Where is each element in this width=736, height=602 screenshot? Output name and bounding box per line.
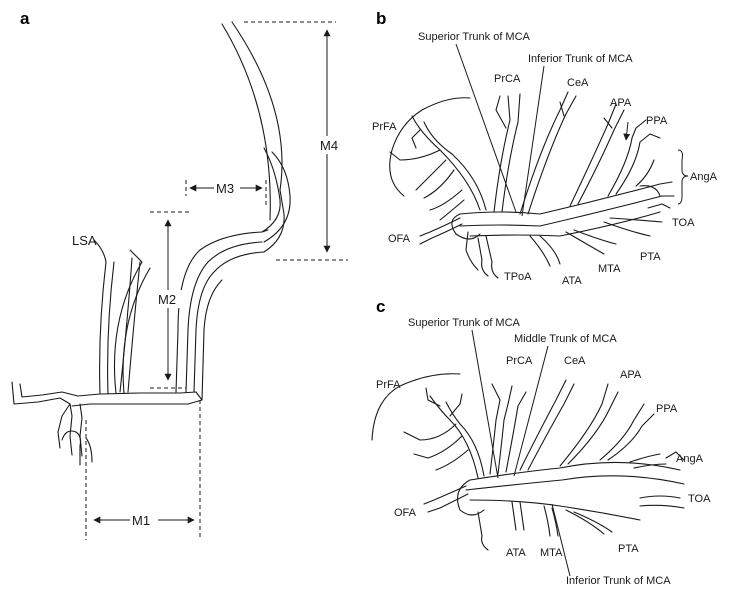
- b-pta-label: PTA: [640, 251, 661, 263]
- panel-a-letter: a: [20, 9, 30, 28]
- panel-b-letter: b: [376, 9, 386, 28]
- panel-b-leader-lines: [455, 43, 689, 217]
- b-prca-label: PrCA: [494, 73, 521, 85]
- panel-b: b: [372, 9, 718, 287]
- panel-c-vessel-drawing: [371, 373, 685, 551]
- c-cea-label: CeA: [564, 355, 586, 367]
- b-anga-label: AngA: [690, 171, 718, 183]
- b-mta-label: MTA: [598, 263, 621, 275]
- c-ata-label: ATA: [506, 547, 526, 559]
- lsa-label: LSA: [72, 233, 97, 248]
- m2-label: M2: [158, 292, 176, 307]
- c-prfa-label: PrFA: [376, 379, 401, 391]
- c-middle-trunk-label: Middle Trunk of MCA: [514, 333, 617, 345]
- c-mta-label: MTA: [540, 547, 563, 559]
- b-cea-label: CeA: [567, 77, 589, 89]
- panel-c-letter: c: [376, 297, 385, 316]
- b-ofa-label: OFA: [388, 233, 411, 245]
- c-pta-label: PTA: [618, 543, 639, 555]
- c-apa-label: APA: [620, 369, 642, 381]
- c-ppa-label: PPA: [656, 403, 678, 415]
- b-inferior-trunk-label: Inferior Trunk of MCA: [528, 53, 633, 65]
- c-prca-label: PrCA: [506, 355, 533, 367]
- m3-label: M3: [216, 181, 234, 196]
- c-inferior-trunk-label: Inferior Trunk of MCA: [566, 575, 671, 587]
- b-tpoa-label: TPoA: [504, 271, 532, 283]
- b-apa-label: APA: [610, 97, 632, 109]
- c-anga-label: AngA: [676, 453, 704, 465]
- panel-a-vessel-drawing: [11, 21, 291, 466]
- c-toa-label: TOA: [688, 493, 711, 505]
- panel-a-dimension-lines: [85, 21, 348, 540]
- m1-label: M1: [132, 513, 150, 528]
- b-toa-label: TOA: [672, 217, 695, 229]
- b-ata-label: ATA: [562, 275, 582, 287]
- panel-c: c: [371, 297, 711, 587]
- m4-label: M4: [320, 138, 338, 153]
- b-superior-trunk-label: Superior Trunk of MCA: [418, 31, 531, 43]
- panel-c-leader-lines: [471, 329, 571, 577]
- c-superior-trunk-label: Superior Trunk of MCA: [408, 317, 521, 329]
- panel-a: a: [11, 9, 348, 540]
- b-ppa-label: PPA: [646, 115, 668, 127]
- c-ofa-label: OFA: [394, 507, 417, 519]
- panel-b-vessel-drawing: [389, 91, 675, 279]
- b-prfa-label: PrFA: [372, 121, 397, 133]
